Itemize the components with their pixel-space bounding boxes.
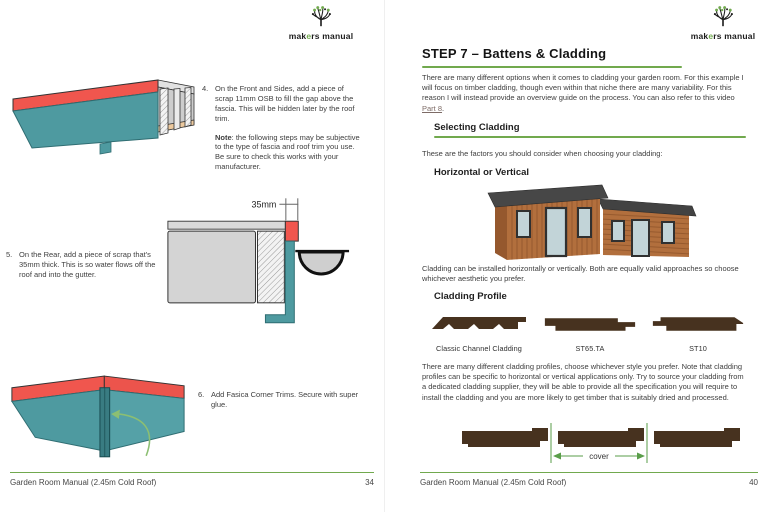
makers-manual-logo: makers manual (284, 6, 358, 41)
pointer-arrow (118, 413, 151, 457)
intro-text-end: . (442, 103, 445, 113)
cladding-profile-heading: Cladding Profile (434, 291, 507, 302)
profile-st65ta: ST65.TA (538, 312, 642, 353)
step-number: 6. (198, 390, 205, 399)
step-item-5: 5. On the Rear, add a piece of scrap tha… (6, 250, 158, 280)
selecting-cladding-heading: Selecting Cladding (434, 122, 520, 133)
factors-text: These are the factors you should conside… (422, 149, 663, 158)
selecting-rule (434, 136, 746, 138)
step-4-note: Note: the following steps may be subject… (215, 133, 362, 173)
step-6-body: Add Fasica Corner Trims. Secure with sup… (211, 390, 359, 409)
profile-st10-icon (652, 317, 744, 331)
page-number: 34 (365, 478, 374, 487)
page-footer: Garden Room Manual (2.45m Cold Roof) 34 (10, 472, 374, 487)
brand-part-accent: e (306, 31, 312, 41)
horizontal-vertical-heading: Horizontal or Vertical (434, 167, 530, 178)
profiles-note-text: There are many different cladding profil… (422, 362, 744, 402)
page-footer: Garden Room Manual (2.45m Cold Roof) 40 (420, 472, 758, 487)
step-item-4: 4. On the Front and Sides, add a piece o… (202, 84, 362, 172)
roof-gap-diagram (12, 79, 195, 155)
cladding-cover-diagram: cover (454, 423, 740, 463)
step-number: 5. (6, 250, 13, 259)
step-item-6: 6. Add Fasica Corner Trims. Secure with … (198, 390, 363, 410)
step-5-body: On the Rear, add a piece of scrap that's… (19, 250, 156, 279)
brand-part: mak (288, 31, 307, 41)
intro-paragraph: There are many different options when it… (422, 73, 746, 114)
brand-name: makers manual (686, 31, 760, 41)
page-number: 40 (749, 478, 758, 487)
tree-icon (713, 6, 733, 27)
note-text: : the following steps may be subjective … (215, 132, 360, 172)
garden-room-illustration (487, 184, 697, 260)
part8-link[interactable]: Part 8 (422, 103, 443, 113)
step-number: 4. (202, 84, 209, 93)
profile-classic-channel-icon (432, 317, 526, 329)
brand-part: rs manual (311, 31, 354, 41)
tree-icon (311, 6, 331, 27)
footer-title: Garden Room Manual (2.45m Cold Roof) (420, 478, 567, 487)
profile-label: Classic Channel Cladding (436, 344, 522, 353)
intro-text: There are many different options when it… (422, 73, 744, 103)
brand-part-accent: e (708, 31, 714, 41)
note-label: Note (215, 132, 232, 142)
heading-rule (422, 66, 682, 68)
install-note-text: Cladding can be installed horizontally o… (422, 264, 739, 284)
brand-part: mak (690, 31, 709, 41)
page-seam (384, 0, 385, 512)
profile-st10: ST10 (646, 312, 750, 353)
footer-title: Garden Room Manual (2.45m Cold Roof) (10, 478, 157, 487)
step-4-body: On the Front and Sides, add a piece of s… (215, 84, 355, 123)
profile-label: ST65.TA (575, 344, 605, 353)
corner-trim-diagram (11, 375, 185, 458)
step-text: On the Front and Sides, add a piece of s… (215, 84, 362, 172)
makers-manual-logo: makers manual (686, 6, 760, 41)
rear-scrap-diagram: 35mm (167, 198, 350, 324)
profile-st65ta-icon (544, 318, 636, 331)
dimension-label: 35mm (252, 199, 277, 209)
cladding-profiles-row: Classic Channel Cladding ST65.TA ST10 (424, 312, 750, 353)
brand-name: makers manual (284, 31, 358, 41)
cover-dimension-label: cover (589, 452, 609, 461)
profile-label: ST10 (689, 344, 707, 353)
brand-part: rs manual (713, 31, 756, 41)
step7-heading: STEP 7 – Battens & Cladding (422, 46, 607, 61)
profile-classic-channel: Classic Channel Cladding (424, 312, 534, 353)
